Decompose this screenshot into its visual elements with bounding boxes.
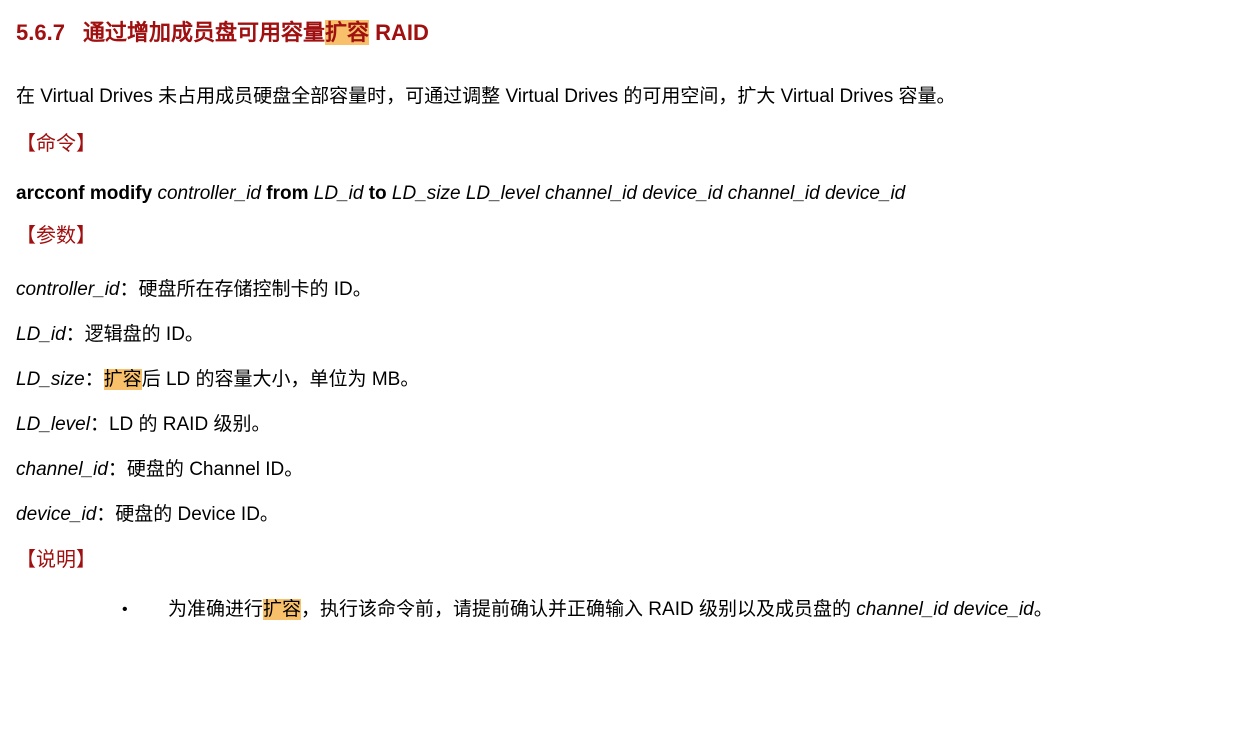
text-run: channel_id device_id — [856, 599, 1034, 620]
bullet-icon: • — [122, 601, 128, 618]
text-run: to — [368, 183, 392, 204]
text-run: channel_id — [16, 459, 108, 480]
section-number: 5.6.7 — [16, 20, 65, 45]
intro-paragraph: 在 Virtual Drives 未占用成员硬盘全部容量时，可通过调整 Virt… — [16, 86, 956, 107]
text-run: 后 LD 的容量大小，单位为 MB。 — [141, 369, 420, 390]
notes-section-label: 【说明】 — [16, 549, 96, 571]
text-run: LD_id — [16, 324, 66, 345]
text-run: LD_size — [16, 369, 85, 390]
highlighted-text: 扩容 — [263, 599, 302, 620]
text-run: 通过增加成员盘可用容量 — [82, 20, 325, 45]
param-ld-level: LD_level：LD 的 RAID 级别。 — [16, 402, 1064, 447]
note-text: 为准确进行扩容，执行该命令前，请提前确认并正确输入 RAID 级别以及成员盘的 … — [168, 591, 1053, 628]
text-run: ：硬盘的 Device ID。 — [96, 504, 279, 525]
highlighted-text: 扩容 — [103, 369, 142, 390]
text-run: ：硬盘所在存储控制卡的 ID。 — [119, 279, 372, 300]
param-channel-id: channel_id：硬盘的 Channel ID。 — [16, 447, 1064, 492]
param-ld-id: LD_id：逻辑盘的 ID。 — [16, 312, 1064, 357]
text-run: controller_id — [157, 183, 267, 204]
text-run: device_id — [16, 504, 97, 525]
command-syntax: arcconf modify controller_id from LD_id … — [16, 175, 1064, 213]
parameter-list: controller_id：硬盘所在存储控制卡的 ID。 LD_id：逻辑盘的 … — [16, 267, 1193, 537]
section-title-text: 通过增加成员盘可用容量扩容 RAID — [83, 20, 429, 45]
text-run: arcconf modify — [16, 183, 158, 204]
text-run: ：逻辑盘的 ID。 — [65, 324, 204, 345]
params-section-label: 【参数】 — [16, 225, 96, 247]
text-run: LD_size LD_level channel_id device_id ch… — [391, 183, 906, 204]
text-run: 。 — [1033, 599, 1053, 620]
text-run: LD_level — [16, 414, 90, 435]
text-run: controller_id — [16, 279, 120, 300]
text-run: RAID — [368, 20, 429, 45]
text-run: ：硬盘的 Channel ID。 — [107, 459, 304, 480]
param-controller-id: controller_id：硬盘所在存储控制卡的 ID。 — [16, 267, 1064, 312]
text-run: 为准确进行 — [168, 599, 264, 620]
text-run: from — [266, 183, 314, 204]
text-run: ：LD 的 RAID 级别。 — [89, 414, 271, 435]
section-heading: 5.6.7 通过增加成员盘可用容量扩容 RAID — [16, 18, 1193, 48]
highlighted-text: 扩容 — [324, 20, 369, 45]
param-device-id: device_id：硬盘的 Device ID。 — [16, 492, 1064, 537]
param-ld-size: LD_size：扩容后 LD 的容量大小，单位为 MB。 — [16, 357, 1064, 402]
text-run: ，执行该命令前，请提前确认并正确输入 RAID 级别以及成员盘的 — [301, 599, 857, 620]
text-run: LD_id — [313, 183, 369, 204]
command-section-label: 【命令】 — [16, 133, 96, 155]
note-bullet-item: • 为准确进行扩容，执行该命令前，请提前确认并正确输入 RAID 级别以及成员盘… — [122, 591, 1193, 628]
text-run: ： — [84, 369, 104, 390]
